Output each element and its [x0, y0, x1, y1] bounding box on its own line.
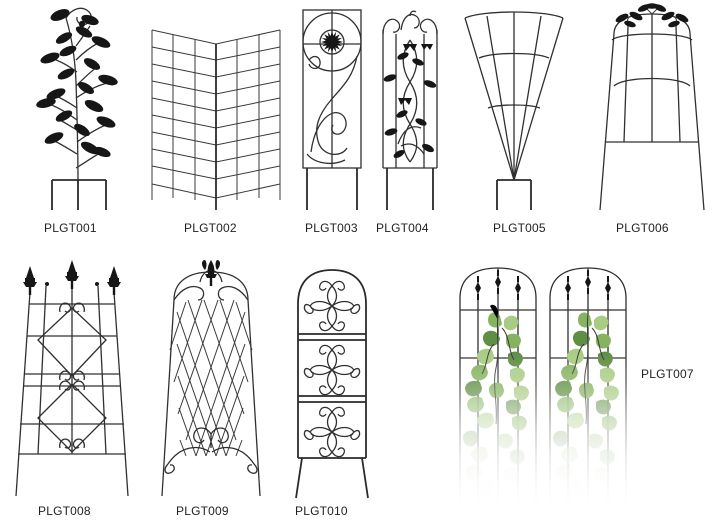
product-image-plgt004[interactable] [377, 4, 445, 214]
product-image-plgt003[interactable] [297, 4, 369, 214]
product-label-plgt009: PLGT009 [176, 504, 229, 518]
product-image-plgt010[interactable] [280, 258, 392, 500]
vine-leaf-trellis-icon [382, 10, 438, 210]
leaf-branch-trellis-icon [36, 7, 118, 210]
scroll-panel-trellis-icon [295, 269, 369, 499]
corner-grid-trellis-icon [151, 29, 281, 210]
product-label-plgt004: PLGT004 [376, 221, 429, 235]
product-label-plgt005: PLGT005 [493, 221, 546, 235]
arch-leaf-finial-trellis-icon [599, 3, 705, 211]
sunburst-scroll-trellis-icon [302, 9, 362, 210]
product-label-plgt006: PLGT006 [616, 221, 669, 235]
fan-trellis-icon [464, 11, 564, 210]
lattice-arch-trellis-icon [161, 260, 261, 497]
product-image-plgt007[interactable] [452, 258, 634, 506]
product-label-plgt002: PLGT002 [184, 221, 237, 235]
diamond-scroll-trellis-icon [15, 260, 129, 497]
product-label-plgt001: PLGT001 [44, 221, 97, 235]
product-label-plgt008: PLGT008 [38, 504, 91, 518]
product-label-plgt003: PLGT003 [305, 221, 358, 235]
product-image-plgt009[interactable] [148, 256, 274, 500]
product-image-plgt008[interactable] [8, 256, 136, 500]
product-image-plgt005[interactable] [455, 8, 573, 214]
product-image-plgt001[interactable] [20, 2, 140, 214]
product-image-plgt002[interactable] [148, 14, 284, 212]
product-label-plgt010: PLGT010 [295, 504, 348, 518]
product-image-plgt006[interactable] [588, 3, 716, 214]
product-label-plgt007: PLGT007 [641, 367, 694, 381]
ivy-trellis-photo [459, 267, 627, 504]
